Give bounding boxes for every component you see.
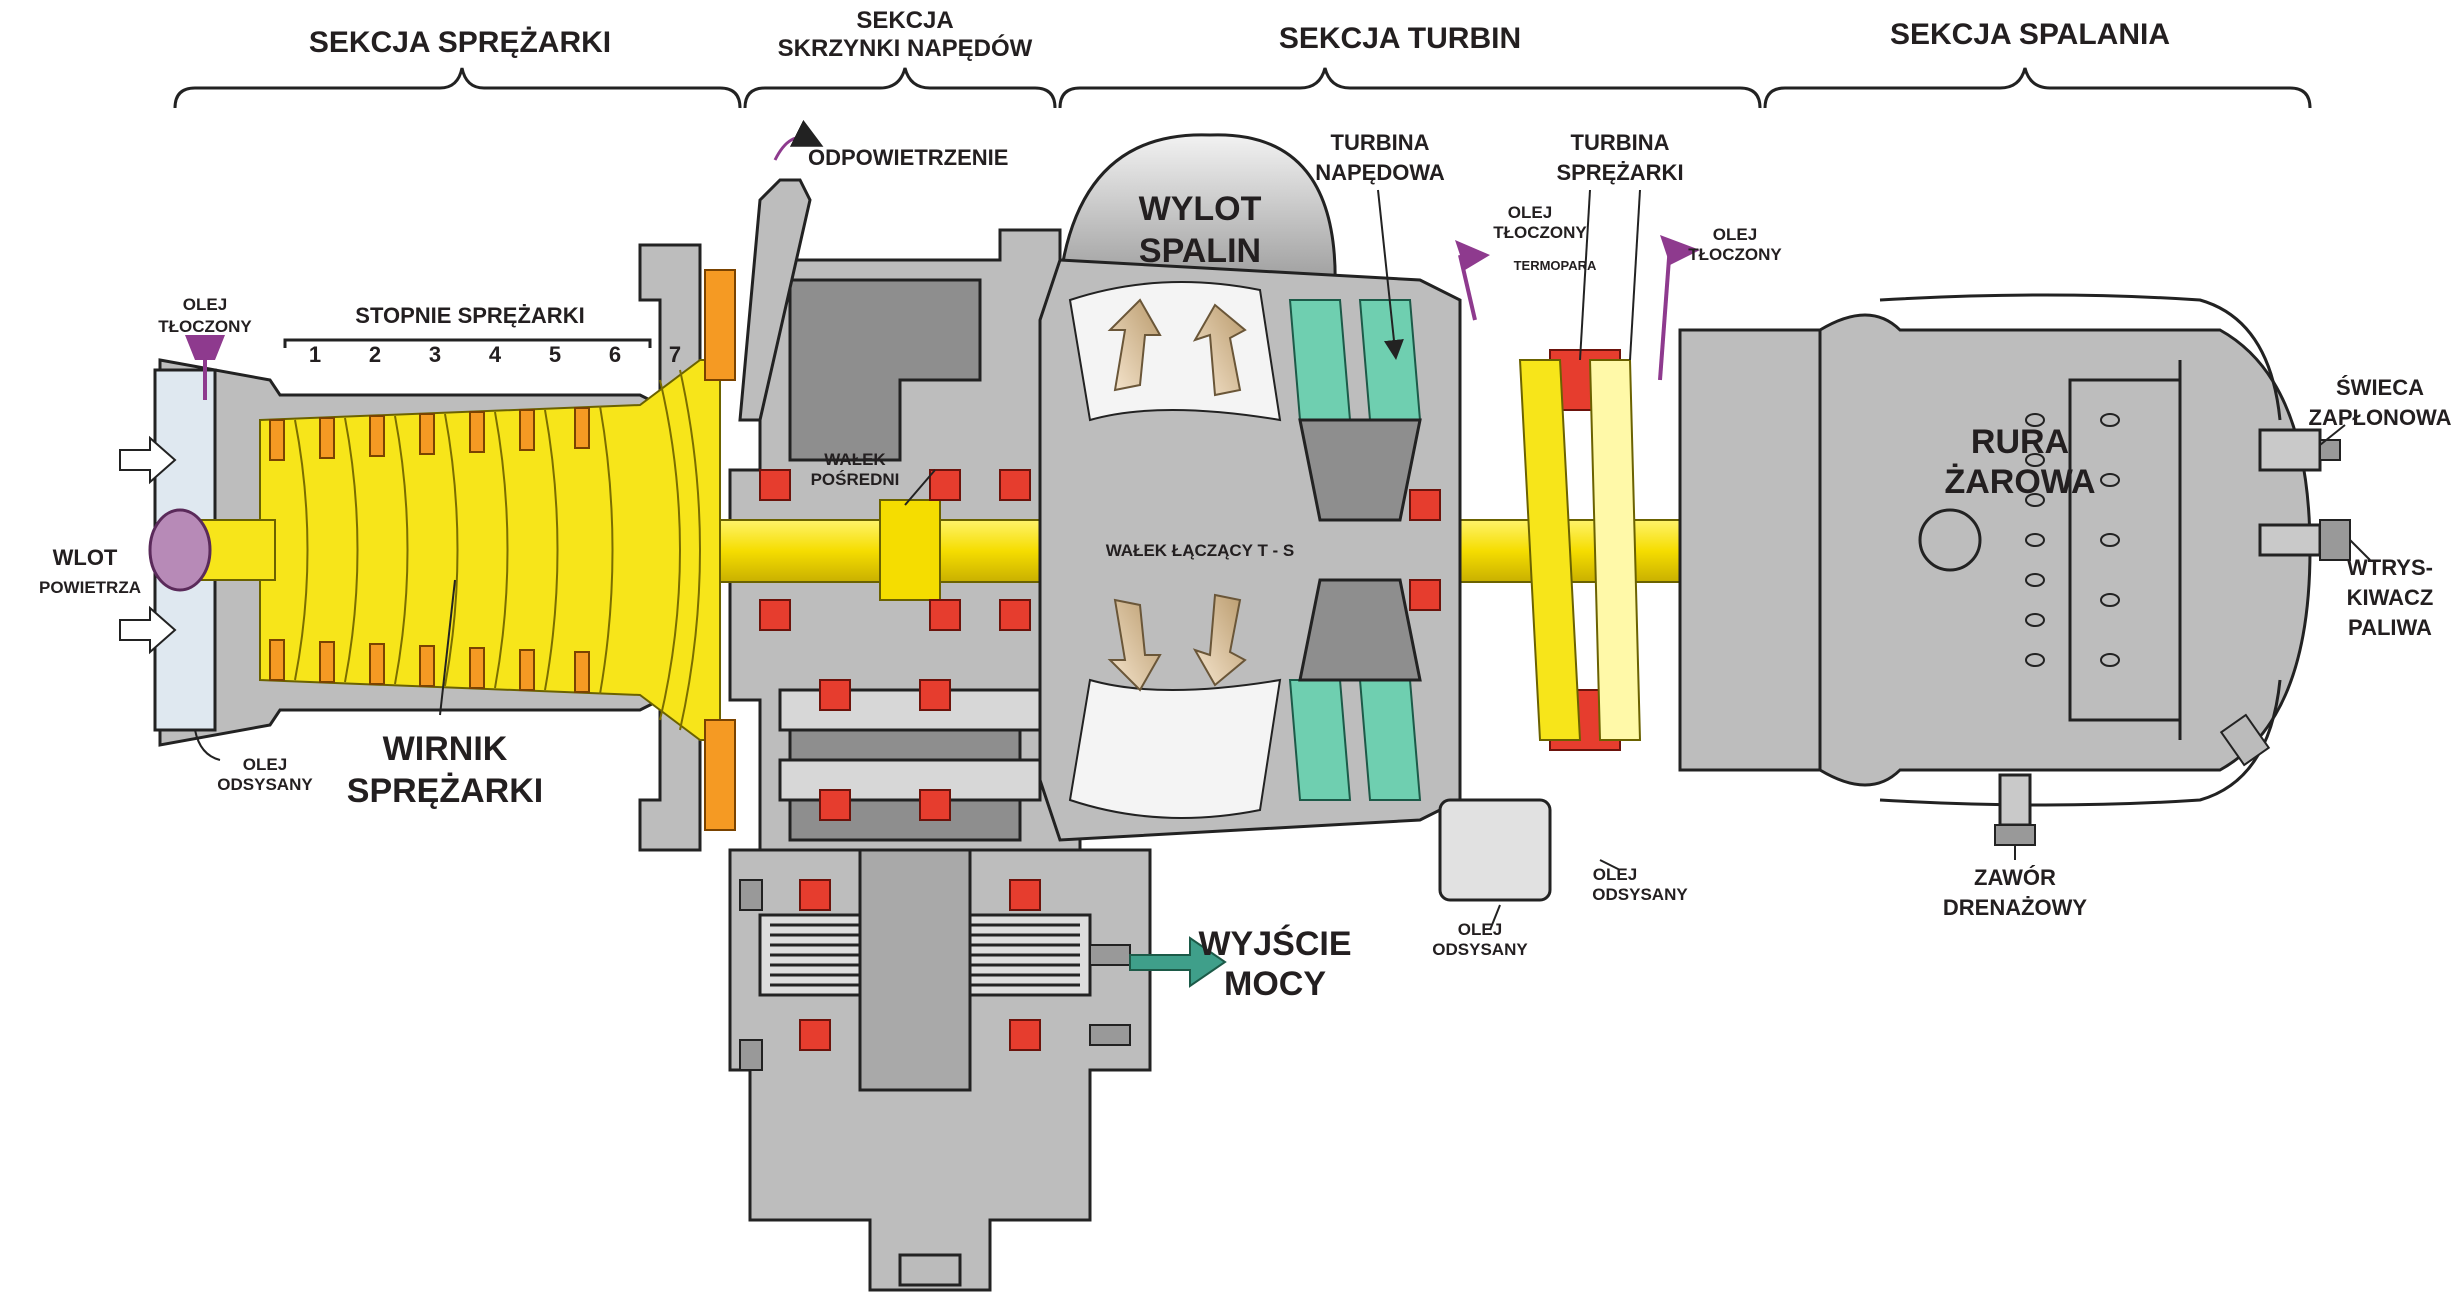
drain-valve-label-2: DRENAŻOWY bbox=[1943, 895, 2088, 920]
exhaust-label-2: SPALIN bbox=[1139, 232, 1261, 270]
compressor-stages-label: STOPNIE SPRĘŻARKI bbox=[355, 303, 584, 328]
exhaust-dome bbox=[1058, 133, 1337, 292]
oil-out-mid-label-1: OLEJ bbox=[1458, 920, 1502, 939]
oil-in-left-label-1: OLEJ bbox=[183, 295, 227, 314]
oil-out-right-label-2: ODSYSANY bbox=[1592, 885, 1688, 904]
flame-tube-liner bbox=[2068, 378, 2182, 722]
flame-tube-label-2: ŻAROWA bbox=[1944, 463, 2095, 501]
oil-out-left-label-1: OLEJ bbox=[243, 755, 287, 774]
air-inlet-label-2: POWIETRZA bbox=[39, 578, 141, 597]
exhaust-label-1: WYLOT bbox=[1139, 190, 1262, 228]
section-gearbox-label-1: SEKCJA bbox=[856, 7, 953, 34]
compressor-rotor-label-1: WIRNIK bbox=[383, 730, 508, 768]
igniter bbox=[2258, 428, 2341, 472]
vent-label: ODPOWIETRZENIE bbox=[808, 145, 1008, 170]
power-turbine-label-1: TURBINA bbox=[1331, 130, 1430, 155]
oil-in-left-label-2: TŁOCZONY bbox=[158, 317, 252, 336]
vent-pipe bbox=[738, 119, 824, 422]
thermocouple-label: TERMOPARA bbox=[1514, 258, 1597, 273]
flame-tube-port bbox=[1918, 508, 1982, 572]
stage-number-4: 4 bbox=[489, 342, 502, 367]
stage-number-6: 6 bbox=[609, 342, 621, 367]
section-compressor-label: SEKCJA SPRĘŻARKI bbox=[309, 26, 611, 59]
oil-in-mid-label-1: OLEJ bbox=[1508, 203, 1552, 222]
fuel-injector-label-1: WTRYS- bbox=[2347, 555, 2433, 580]
power-output-label-2: MOCY bbox=[1224, 965, 1326, 1003]
oil-out-mid-label-2: ODSYSANY bbox=[1432, 940, 1528, 959]
intermediate-shaft-label-1: WAŁEK bbox=[824, 450, 886, 469]
air-inlet-label-1: WLOT bbox=[53, 545, 118, 570]
oil-in-mid-label-2: TŁOCZONY bbox=[1493, 223, 1587, 242]
air-inlet-arrows bbox=[119, 435, 177, 655]
stator-vanes bbox=[269, 269, 736, 831]
oil-in-right-label-1: OLEJ bbox=[1713, 225, 1757, 244]
section-headers: SEKCJA SPRĘŻARKI SEKCJA SKRZYNKI NAPĘDÓW… bbox=[309, 7, 2170, 62]
section-turbine-label: SEKCJA TURBIN bbox=[1279, 22, 1521, 55]
fuel-injector-label-2: KIWACZ bbox=[2347, 585, 2434, 610]
dilution-holes bbox=[2025, 413, 2120, 667]
oil-sump bbox=[1438, 798, 1552, 902]
stage-number-2: 2 bbox=[369, 342, 381, 367]
oil-out-left-label-2: ODSYSANY bbox=[217, 775, 313, 794]
spark-plug-label-2: ZAPŁONOWA bbox=[2309, 405, 2452, 430]
compressor-turbine-label-2: SPRĘŻARKI bbox=[1556, 160, 1683, 185]
compressor-turbine-disc-1 bbox=[1518, 359, 1582, 741]
flame-tube-label-1: RURA bbox=[1971, 423, 2069, 461]
power-output-label-1: WYJŚCIE bbox=[1198, 925, 1351, 963]
bearings bbox=[759, 469, 1711, 1051]
spark-plug-label-1: ŚWIECA bbox=[2336, 375, 2424, 400]
stage-number-5: 5 bbox=[549, 342, 561, 367]
stage-number-7: 7 bbox=[669, 342, 681, 367]
compressor-turbine bbox=[1518, 349, 1642, 751]
drain-valve bbox=[1994, 773, 2036, 846]
compressor-blades bbox=[294, 369, 701, 731]
compressor-turbine-label-1: TURBINA bbox=[1571, 130, 1670, 155]
section-combustion-label: SEKCJA SPALANIA bbox=[1890, 18, 2170, 51]
exhaust-collector bbox=[1038, 133, 1462, 842]
intermediate-shaft-label-2: POŚREDNI bbox=[811, 470, 900, 489]
section-braces bbox=[173, 67, 2312, 109]
drain-valve-label-1: ZAWÓR bbox=[1974, 865, 2056, 890]
section-gearbox-label-2: SKRZYNKI NAPĘDÓW bbox=[778, 34, 1033, 62]
connecting-shaft-label: WAŁEK ŁĄCZĄCY T - S bbox=[1106, 541, 1295, 560]
compressor-rotor bbox=[148, 269, 736, 831]
fuel-nozzle bbox=[2258, 519, 2351, 561]
oil-out-right-label-1: OLEJ bbox=[1593, 865, 1637, 884]
fuel-injector-label-3: PALIWA bbox=[2348, 615, 2432, 640]
stage-number-3: 3 bbox=[429, 342, 441, 367]
front-oil-seal bbox=[148, 508, 212, 592]
compressor-turbine-disc-2 bbox=[1588, 359, 1642, 741]
oil-inlet-arrows bbox=[185, 235, 1700, 360]
output-gear bbox=[858, 848, 972, 1092]
stage-number-1: 1 bbox=[309, 342, 321, 367]
reduction-gearbox bbox=[728, 848, 1152, 1292]
leader-lines bbox=[194, 189, 2371, 931]
power-turbine-label-2: NAPĘDOWA bbox=[1315, 160, 1445, 185]
power-turbine bbox=[1288, 299, 1422, 801]
oil-in-right-label-2: TŁOCZONY bbox=[1688, 245, 1782, 264]
combustion-chamber bbox=[1678, 293, 2351, 846]
intermediate-shaft-gear bbox=[879, 499, 941, 601]
component-labels: STOPNIE SPRĘŻARKI 1 2 3 4 5 6 7 OLEJ TŁO… bbox=[39, 130, 2452, 1003]
exhaust-flow-arrows bbox=[1107, 298, 1247, 692]
compressor-rotor-label-2: SPRĘŻARKI bbox=[347, 772, 543, 810]
power-output-arrow bbox=[1129, 936, 1227, 988]
